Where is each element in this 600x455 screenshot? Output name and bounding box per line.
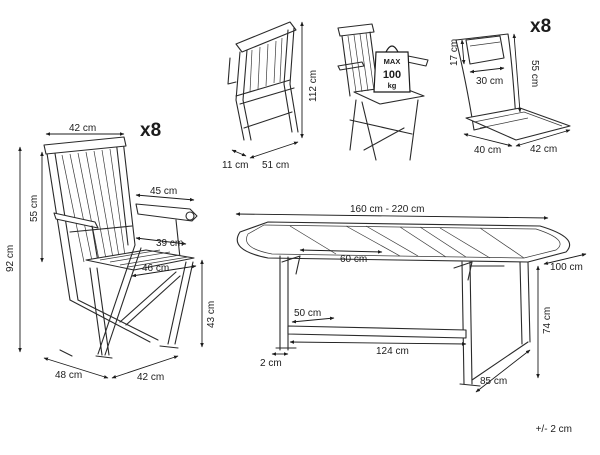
cushion-pillow-width-label: 30 cm bbox=[476, 76, 503, 87]
max-weight-unit: kg bbox=[388, 81, 397, 90]
tolerance-note: +/- 2 cm bbox=[535, 424, 572, 435]
table-width-label: 100 cm bbox=[550, 262, 583, 273]
folded-chair-height-label: 112 cm bbox=[308, 70, 319, 102]
table-extension-label: 60 cm bbox=[340, 254, 367, 265]
table-dimension-lines bbox=[235, 212, 587, 393]
cushion-pillow-height-label: 17 cm bbox=[449, 39, 460, 66]
table-leg-span-label: 85 cm bbox=[480, 376, 507, 387]
chair-total-height-label: 92 cm bbox=[5, 245, 16, 272]
chair-base-depth-label: 48 cm bbox=[55, 370, 82, 381]
max-weight-value: 100 bbox=[383, 69, 401, 81]
chair-back-width-label: 42 cm bbox=[69, 123, 96, 134]
weight-chair-drawing bbox=[337, 23, 429, 161]
armchair-dimension-lines bbox=[18, 132, 204, 379]
table-length-label: 160 cm - 220 cm bbox=[350, 204, 424, 215]
table-stretcher-offset-label: 50 cm bbox=[294, 308, 321, 319]
table-height-label: 74 cm bbox=[542, 307, 553, 334]
cushion-back-length-label: 55 cm bbox=[529, 60, 540, 87]
max-weight-badge bbox=[373, 45, 411, 93]
chair-base-width-label: 42 cm bbox=[137, 372, 164, 383]
chair-quantity-label: x8 bbox=[140, 120, 161, 141]
chair-back-height-label: 55 cm bbox=[29, 195, 40, 222]
cushion-seat-width-label: 42 cm bbox=[530, 144, 557, 155]
table-leg-width-label: 2 cm bbox=[260, 358, 282, 369]
folded-chair-depth-label: 51 cm bbox=[262, 160, 289, 171]
chair-seat-depth-label: 46 cm bbox=[142, 263, 169, 274]
folded-chair-thickness-label: 11 cm bbox=[222, 160, 249, 171]
max-weight-caption: MAX bbox=[384, 57, 401, 66]
table-drawing bbox=[236, 221, 571, 387]
cushion-quantity-label: x8 bbox=[530, 16, 551, 37]
chair-seat-height-label: 43 cm bbox=[206, 301, 217, 328]
cushion-drawing bbox=[455, 33, 571, 141]
folded-chair-dimension-lines bbox=[231, 21, 304, 159]
cushion-seat-depth-label: 40 cm bbox=[474, 145, 501, 156]
folded-chair-drawing bbox=[227, 21, 299, 141]
chair-armrest-depth-label: 39 cm bbox=[156, 238, 183, 249]
cushion-dimension-lines bbox=[460, 33, 571, 147]
chair-armrest-length-label: 45 cm bbox=[150, 186, 177, 197]
table-stretcher-length-label: 124 cm bbox=[376, 346, 409, 357]
